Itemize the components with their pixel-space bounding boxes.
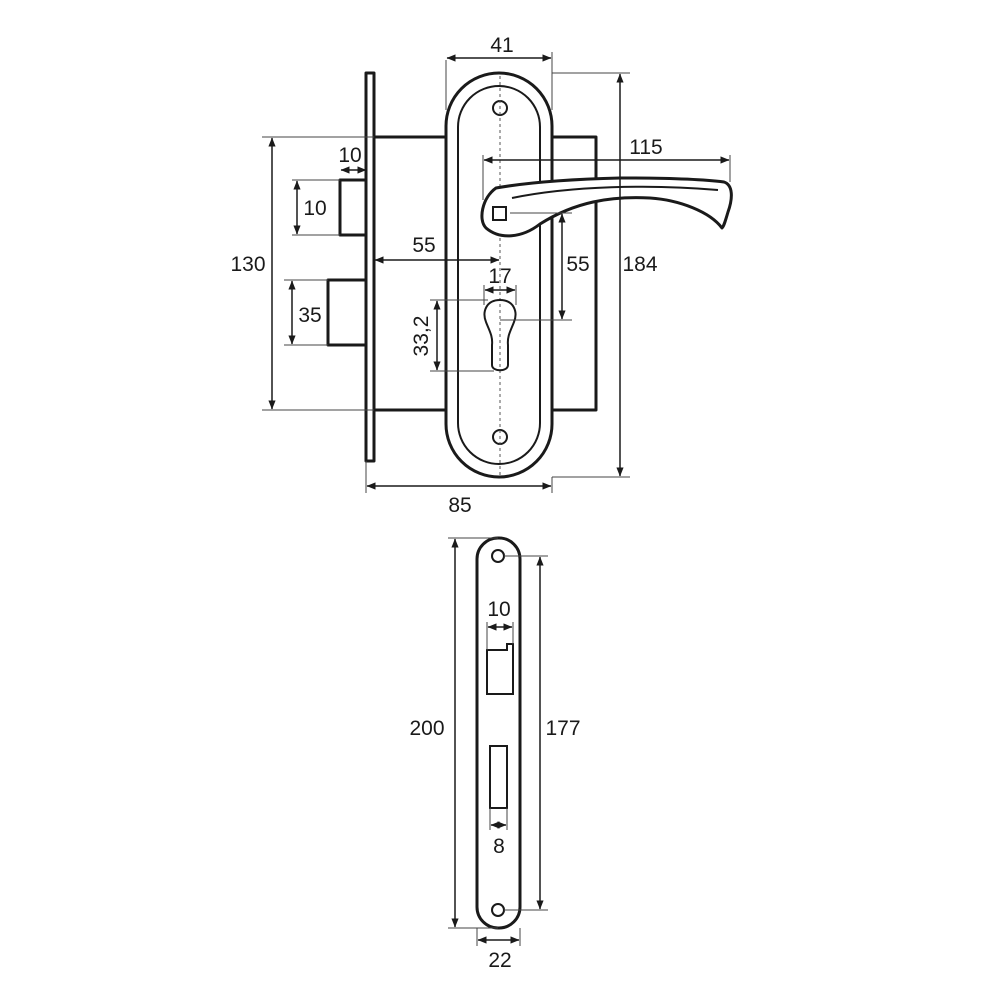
dim-label-cylinder-height: 33,2 (410, 316, 433, 357)
latch-bolt (338, 178, 366, 237)
dim-label-strike-latch-width: 10 (487, 598, 510, 621)
bottom-dimensions: 10 200 177 8 22 (409, 537, 581, 972)
dim-label-bolt-height: 35 (298, 304, 321, 327)
lock-assembly (326, 71, 733, 479)
dead-bolt (326, 278, 366, 347)
escutcheon-inner (457, 85, 541, 465)
bolt-opening (489, 745, 508, 809)
dim-label-handle-to-cylinder: 55 (566, 253, 589, 276)
dim-label-total-depth: 85 (448, 494, 471, 517)
dim-label-backset-top: 10 (338, 144, 361, 167)
keyhole-icon (483, 298, 517, 372)
dim-label-escutcheon-height: 184 (622, 253, 657, 276)
faceplate-front (475, 536, 522, 930)
faceplate-outline (475, 536, 522, 930)
dim-label-faceplate-holes-distance: 177 (545, 717, 580, 740)
dim-label-handle-length: 115 (629, 136, 662, 159)
dim-label-latch-height: 10 (303, 197, 326, 220)
screw-hole-icon (491, 903, 505, 917)
top-dimensions: 41 115 10 10 130 55 17 55 (230, 34, 731, 517)
dim-label-cylinder-width: 17 (488, 265, 511, 288)
dim-label-escutcheon-width: 41 (490, 34, 513, 57)
dim-label-lock-body-height: 130 (230, 253, 265, 276)
dim-label-faceplate-length: 200 (409, 717, 444, 740)
dim-label-faceplate-width: 22 (488, 949, 511, 972)
dim-label-strike-bolt-width: 8 (493, 835, 505, 858)
dim-label-backset: 55 (412, 234, 435, 257)
escutcheon-outer (444, 71, 554, 479)
latch-opening (486, 643, 514, 695)
spindle-square-icon (492, 206, 507, 221)
screw-hole-icon (491, 549, 505, 563)
handle-inner-line (511, 185, 719, 199)
